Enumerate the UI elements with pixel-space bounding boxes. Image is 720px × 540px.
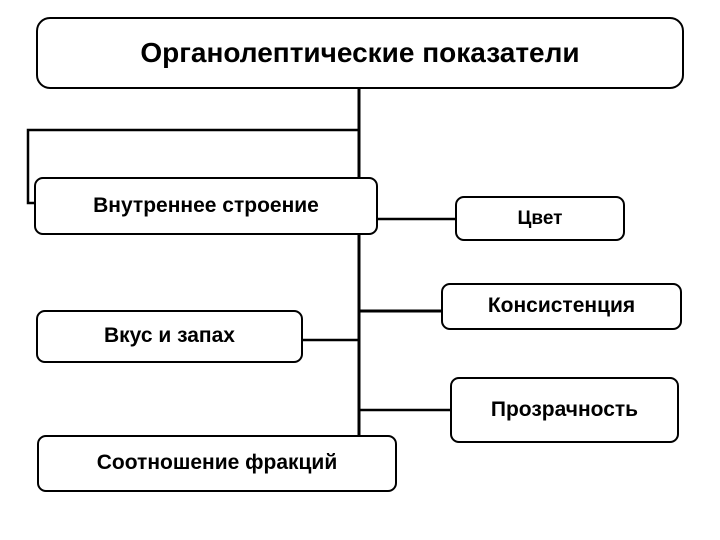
node-taste-and-smell[interactable]: Вкус и запах bbox=[36, 310, 303, 363]
node-internal-structure[interactable]: Внутреннее строение bbox=[34, 177, 378, 235]
node-consistency[interactable]: Консистенция bbox=[441, 283, 682, 330]
node-fraction-ratio[interactable]: Соотношение фракций bbox=[37, 435, 397, 492]
node-color[interactable]: Цвет bbox=[455, 196, 625, 241]
node-transparency[interactable]: Прозрачность bbox=[450, 377, 679, 443]
node-root-title[interactable]: Органолептические показатели bbox=[36, 17, 684, 89]
